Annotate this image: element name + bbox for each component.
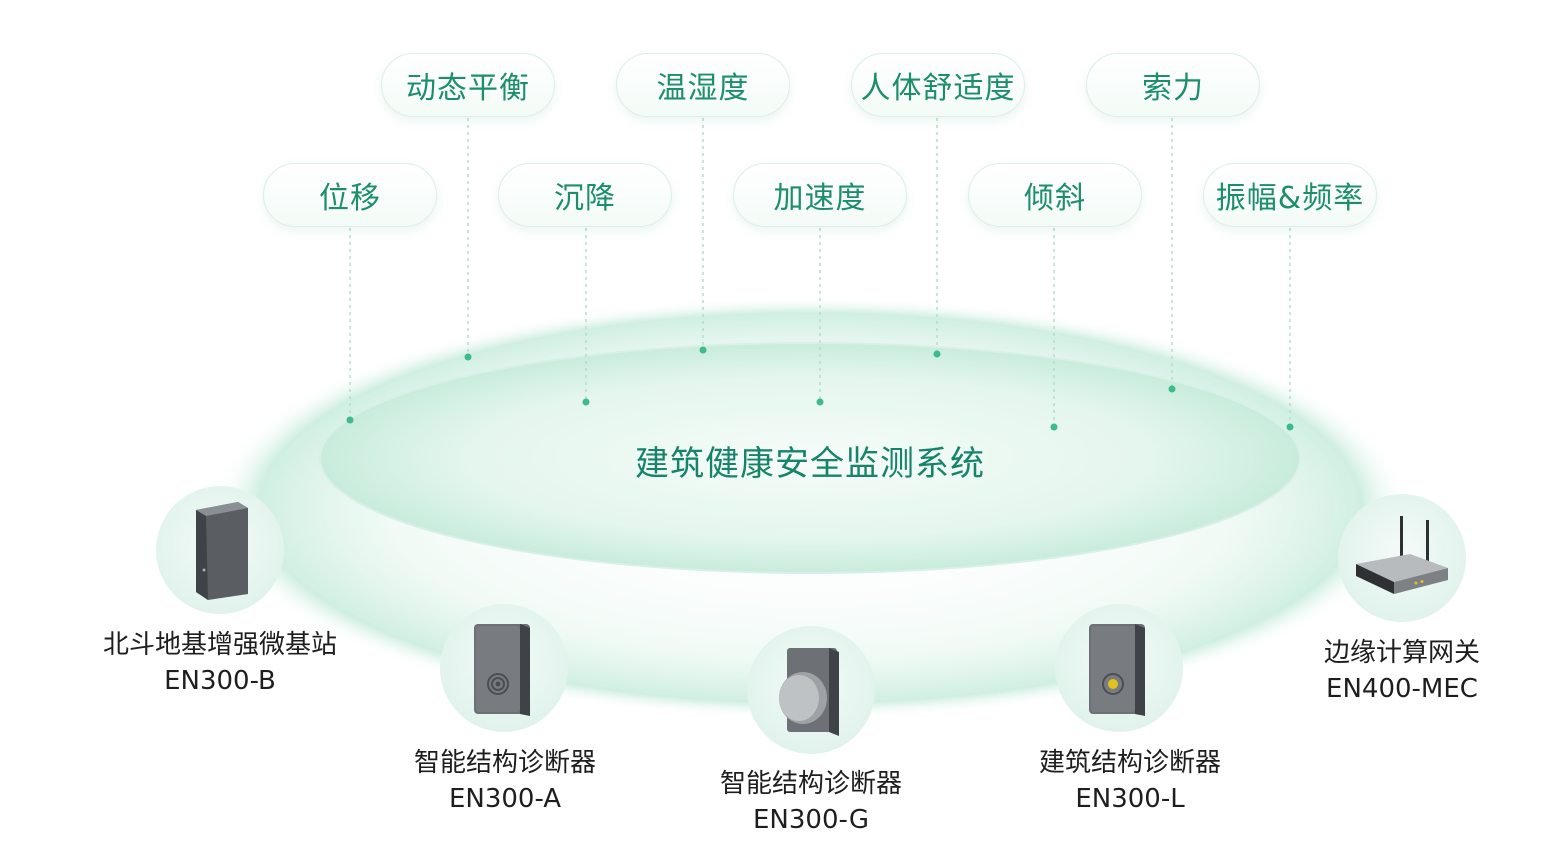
device-circle-gateway: [1338, 494, 1466, 622]
device-label-beidou: 北斗地基增强微基站 EN300-B: [70, 627, 370, 699]
sensor-pill-displacement: 位移: [263, 163, 437, 227]
device-circle-en300g: [747, 626, 875, 754]
device-label-gateway: 边缘计算网关 EN400-MEC: [1252, 635, 1552, 707]
device-name: 建筑结构诊断器: [1038, 748, 1221, 778]
device-model: EN300-A: [448, 784, 562, 814]
inner-disc: [319, 342, 1301, 574]
dot-temp-humidity: [699, 346, 707, 354]
dot-dynamic-balance: [464, 353, 472, 361]
sensor-l-icon: [1089, 624, 1145, 716]
sensor-pill-acceleration: 加速度: [733, 163, 907, 227]
sensor-pill-vibration: 振幅&频率: [1203, 163, 1377, 227]
dot-vibration: [1286, 423, 1294, 431]
device-circle-beidou: [156, 486, 284, 614]
sensor-a-icon: [474, 624, 530, 716]
device-model: EN400-MEC: [1326, 674, 1478, 704]
device-circle-en300l: [1055, 604, 1183, 732]
dot-settlement: [582, 398, 590, 406]
device-label-en300l: 建筑结构诊断器 EN300-L: [980, 745, 1280, 817]
device-name: 智能结构诊断器: [719, 769, 902, 799]
device-name: 北斗地基增强微基站: [102, 630, 337, 660]
sensor-pill-temp-humidity: 温湿度: [616, 53, 790, 117]
device-circle-en300a: [440, 604, 568, 732]
sensor-pill-settlement: 沉降: [498, 163, 672, 227]
device-model: EN300-B: [164, 666, 276, 696]
sensor-pill-cable-force: 索力: [1086, 53, 1260, 117]
device-model: EN300-L: [1075, 784, 1185, 814]
sensor-pill-dynamic-balance: 动态平衡: [381, 53, 555, 117]
dot-acceleration: [816, 398, 824, 406]
sensor-pill-tilt: 倾斜: [968, 163, 1142, 227]
dot-comfort: [933, 350, 941, 358]
dot-displacement: [346, 416, 354, 424]
dot-cable-force: [1168, 385, 1176, 393]
dot-tilt: [1050, 423, 1058, 431]
device-model: EN300-G: [753, 805, 869, 835]
sensor-pill-comfort: 人体舒适度: [851, 53, 1025, 117]
system-title: 建筑健康安全监测系统: [635, 444, 985, 484]
enclosure-box-icon: [196, 502, 248, 600]
device-label-en300g: 智能结构诊断器 EN300-G: [661, 766, 961, 838]
device-label-en300a: 智能结构诊断器 EN300-A: [355, 745, 655, 817]
router-icon: [1356, 516, 1448, 594]
device-name: 边缘计算网关: [1323, 638, 1480, 668]
device-name: 智能结构诊断器: [413, 748, 596, 778]
sensor-g-icon: [779, 648, 839, 736]
